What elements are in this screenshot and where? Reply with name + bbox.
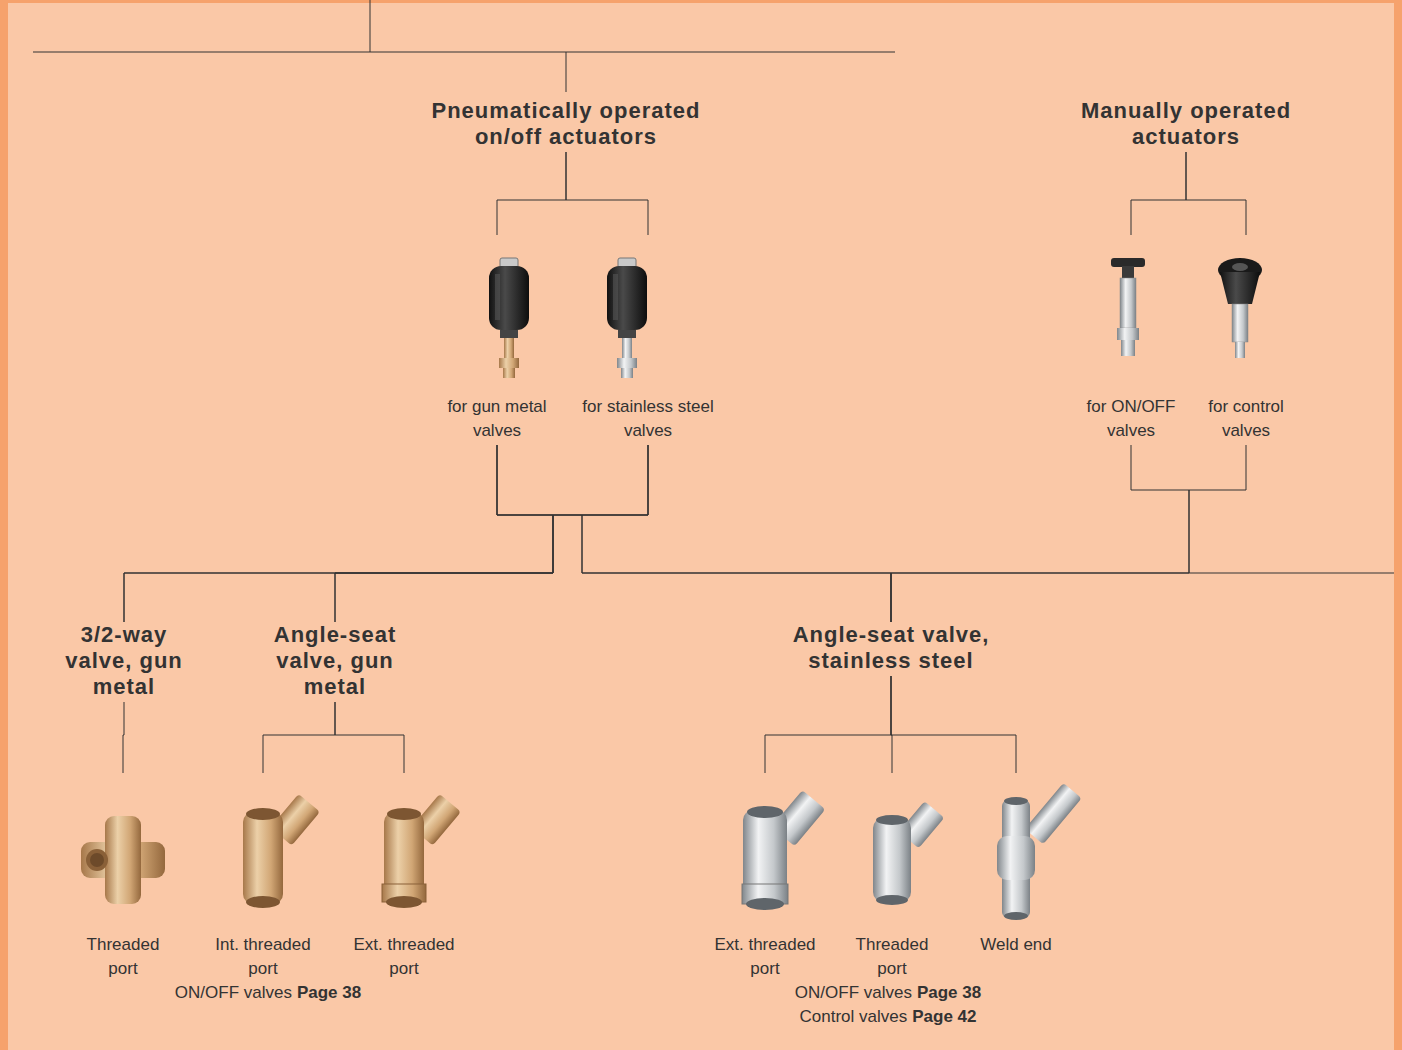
- reference-text: ON/OFF valves: [795, 983, 912, 1002]
- page-reference: ON/OFF valves Page 38: [68, 982, 468, 1004]
- product-item: Weld end: [971, 773, 1061, 957]
- heading-text: Pneumatically operated on/off actuators: [416, 98, 716, 150]
- group-heading: Pneumatically operated on/off actuators: [416, 98, 716, 150]
- pneumatic-actuator: [607, 258, 647, 378]
- tree-connector: [123, 702, 124, 773]
- valve-body: [742, 790, 825, 910]
- tree-connector: [335, 445, 648, 622]
- caption-text: for ON/OFF valves: [1076, 395, 1186, 443]
- page-number: Page 42: [912, 1007, 976, 1026]
- group-heading: 3/2-way valve, gun metal: [49, 622, 199, 700]
- heading-text: 3/2-way valve, gun metal: [49, 622, 199, 700]
- product-item: Threaded port: [847, 773, 937, 981]
- caption-text: Int. threaded port: [208, 933, 318, 981]
- product-item: Threaded port: [78, 773, 168, 981]
- product-item: Ext. threaded port: [349, 773, 459, 981]
- group-heading: Angle-seat valve, gun metal: [260, 622, 410, 700]
- page-number: Page 38: [297, 983, 361, 1002]
- caption-text: for control valves: [1191, 395, 1301, 443]
- caption-text: for stainless steel valves: [568, 395, 728, 443]
- valve-body: [243, 794, 320, 908]
- tree-connector: [497, 152, 566, 235]
- valve-body: [81, 816, 165, 904]
- tree-connector: [263, 702, 335, 773]
- tree-connector: [497, 445, 891, 622]
- group-heading: Angle-seat valve, stainless steel: [761, 622, 1021, 674]
- tree-connector: [891, 676, 1016, 773]
- page-reference: ON/OFF valves Page 38: [688, 982, 1088, 1004]
- heading-text: Manually operated actuators: [1056, 98, 1316, 150]
- manual-actuator: [1218, 258, 1262, 358]
- page-reference: Control valvesPage 42: [688, 1006, 1088, 1028]
- tree-connector: [1131, 152, 1186, 235]
- heading-text: Angle-seat valve, stainless steel: [761, 622, 1021, 674]
- heading-text: Angle-seat valve, gun metal: [260, 622, 410, 700]
- tree-connector: [335, 445, 553, 622]
- tree-connector: [1186, 152, 1246, 235]
- caption-text: Weld end: [971, 933, 1061, 957]
- page-number: Page 38: [917, 983, 981, 1002]
- tree-connector: [891, 445, 1246, 622]
- product-item: for stainless steel valves: [568, 235, 728, 443]
- manual-actuator: [1111, 258, 1145, 356]
- valve-body: [873, 801, 944, 905]
- caption-text: Ext. threaded port: [710, 933, 820, 981]
- product-item: for gun metal valves: [432, 235, 562, 443]
- valve-body: [382, 794, 461, 908]
- reference-text: ON/OFF valves: [175, 983, 292, 1002]
- tree-connector: [891, 445, 1189, 622]
- tree-connector: [566, 152, 648, 235]
- product-item: Int. threaded port: [208, 773, 318, 981]
- tree-connector: [124, 445, 553, 622]
- caption-text: Threaded port: [847, 933, 937, 981]
- product-item: for control valves: [1191, 235, 1301, 443]
- tree-connector: [335, 702, 404, 773]
- tree-connector: [765, 676, 891, 773]
- background: [8, 3, 1394, 1050]
- caption-text: Ext. threaded port: [349, 933, 459, 981]
- caption-text: for gun metal valves: [432, 395, 562, 443]
- product-item: for ON/OFF valves: [1076, 235, 1186, 443]
- product-item: Ext. threaded port: [710, 773, 820, 981]
- caption-text: Threaded port: [78, 933, 168, 981]
- group-heading: Manually operated actuators: [1056, 98, 1316, 150]
- reference-text: Control valves: [800, 1007, 908, 1026]
- tree-connector: [124, 445, 648, 622]
- valve-body: [997, 783, 1082, 920]
- tree-lines: [33, 0, 1394, 573]
- tree-connector: [582, 445, 891, 622]
- pneumatic-actuator: [489, 258, 529, 378]
